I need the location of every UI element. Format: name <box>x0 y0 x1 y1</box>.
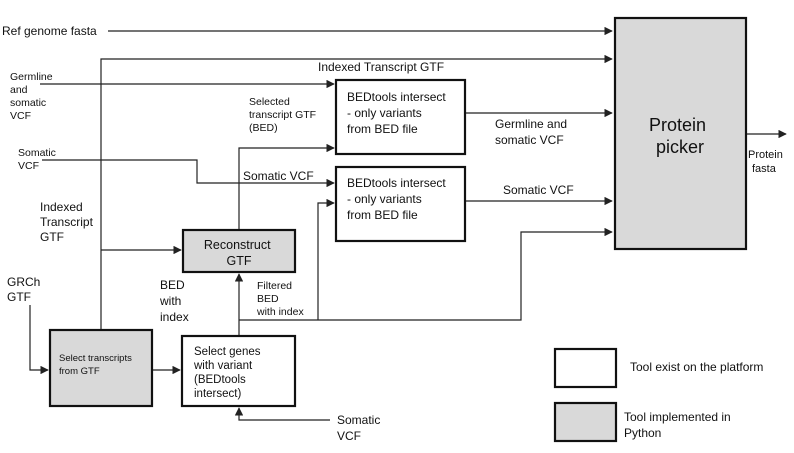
edge-somatic-vcf-to-select-genes <box>234 407 330 421</box>
input-labels: Ref genome fasta Germline and somatic VC… <box>2 24 384 443</box>
legend-grey-label: Tool implemented in Python <box>624 410 734 440</box>
legend-grey-swatch <box>553 401 618 443</box>
protein-picker-label: Protein picker <box>649 115 711 157</box>
edge-filtered-bed-to-protein-picker <box>239 227 613 321</box>
legend: Tool exist on the platform Tool implemen… <box>553 347 763 443</box>
bedtools-intersect-top-label: BEDtools intersect - only variants from … <box>347 90 449 136</box>
edge-somatic-vcf-to-bedtools-bottom <box>42 159 335 188</box>
protein-picker-box <box>613 16 748 251</box>
selected-transcript-gtf-label: Selected transcript GTF (BED) <box>249 96 319 134</box>
reconstruct-gtf-label: Reconstruct GTF <box>204 238 274 268</box>
edges <box>29 26 787 421</box>
edge-filtered-bed-to-bedtools-bottom <box>317 198 335 320</box>
somatic-vcf-out-label: Somatic VCF <box>503 183 574 197</box>
bedtools-intersect-top-box <box>334 78 467 156</box>
edge-reconstruct-to-bedtools-top <box>238 143 335 230</box>
edge-grch-to-select-transcripts <box>29 305 49 375</box>
indexed-transcript-gtf-top-label: Indexed Transcript GTF <box>318 60 444 74</box>
legend-white-swatch <box>553 347 618 389</box>
nodes: BEDtools intersect - only variants from … <box>48 16 748 408</box>
bedtools-intersect-bottom-box <box>334 165 467 243</box>
somatic-vcf-bottom-label: Somatic VCF <box>337 413 384 443</box>
indexed-transcript-gtf-left-label: Indexed Transcript GTF <box>40 200 96 244</box>
select-transcripts-label: Select transcripts from GTF <box>59 353 135 377</box>
germline-somatic-vcf-out-label: Germline and somatic VCF <box>495 117 570 147</box>
somatic-vcf-mid-label: Somatic VCF <box>243 169 314 183</box>
legend-white-label: Tool exist on the platform <box>630 360 763 374</box>
bed-with-index-label: BED with index <box>159 278 189 324</box>
select-genes-label: Select genes with variant (BEDtools inte… <box>193 346 264 400</box>
germline-somatic-vcf-label: Germline and somatic VCF <box>10 71 56 122</box>
edge-labels: Indexed Transcript GTF Selected transcri… <box>159 60 786 324</box>
bedtools-intersect-bottom-label: BEDtools intersect - only variants from … <box>347 176 449 222</box>
reconstruct-gtf-box <box>181 228 297 274</box>
grch-gtf-label: GRCh GTF <box>7 275 44 304</box>
ref-genome-label: Ref genome fasta <box>2 24 97 38</box>
select-genes-box <box>180 334 297 408</box>
select-transcripts-box <box>48 328 154 408</box>
filtered-bed-with-index-label: Filtered BED with index <box>256 280 304 318</box>
somatic-vcf-left-label: Somatic VCF <box>18 147 59 172</box>
edge-indexed-transcript-to-protein-picker <box>100 54 613 330</box>
protein-fasta-label: Protein fasta <box>748 149 786 175</box>
